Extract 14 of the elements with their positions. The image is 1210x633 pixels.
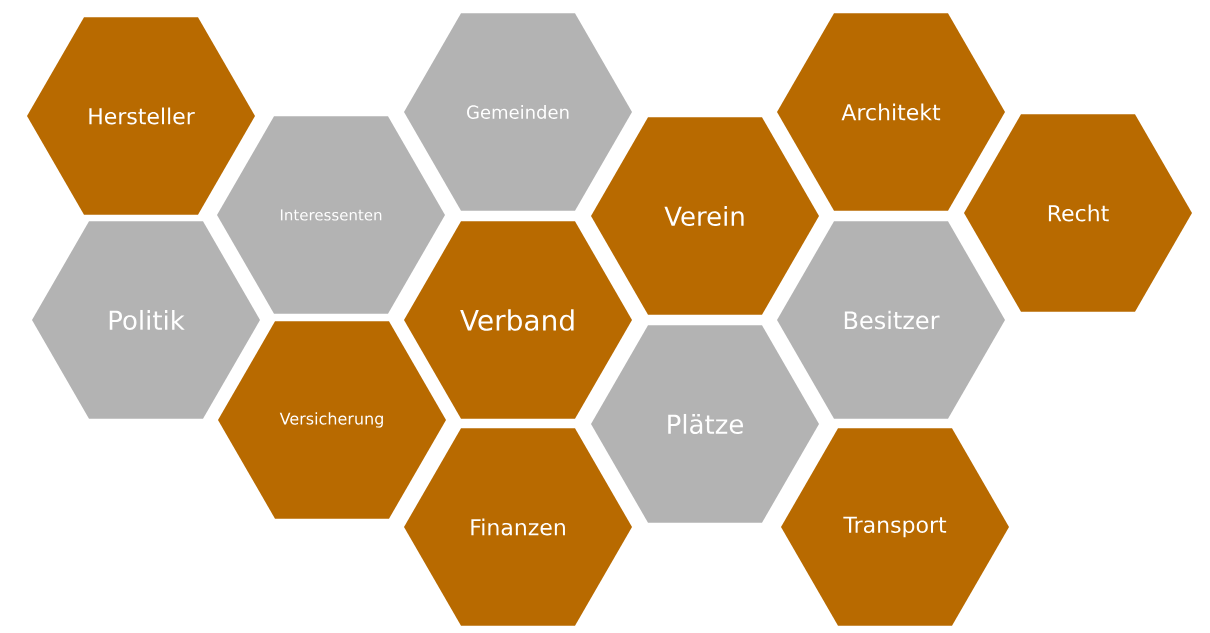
node-label: Versicherung	[279, 412, 383, 428]
hexagon: Verband	[404, 221, 632, 419]
hexagon: Gemeinden	[404, 13, 632, 211]
hexagon: Politik	[32, 221, 260, 419]
hexagon: Plätze	[591, 325, 819, 523]
hexagon: Verein	[591, 117, 819, 315]
hexagon: Besitzer	[777, 221, 1005, 419]
hexagon: Recht	[964, 114, 1192, 312]
hexagon: Transport	[781, 428, 1009, 626]
hexagon: Architekt	[777, 13, 1005, 211]
hexagon: Versicherung	[218, 321, 446, 519]
hexagon: Interessenten	[217, 116, 445, 314]
hexagon: Hersteller	[27, 17, 255, 215]
hexagon: Finanzen	[404, 428, 632, 626]
